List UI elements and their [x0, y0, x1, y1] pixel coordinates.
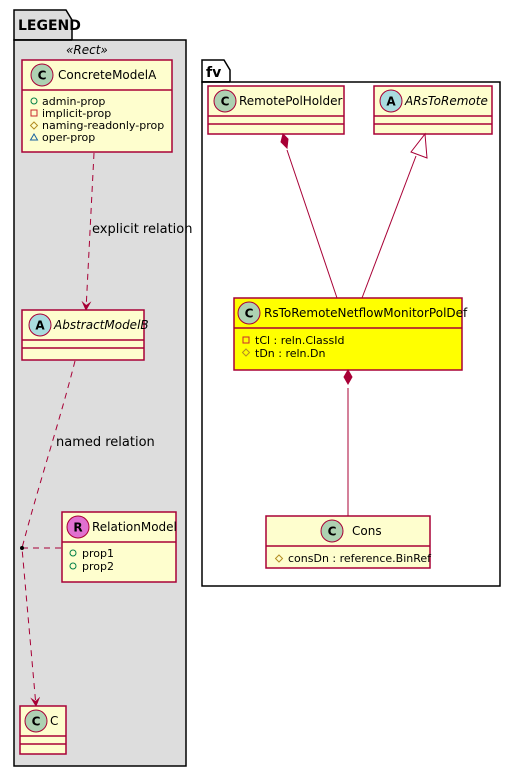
attr-tdn: tDn : reln.Dn [255, 347, 325, 360]
inheritance-triangle-icon [410, 132, 428, 159]
class-name: RemotePolHolder [239, 94, 342, 108]
edge-inheritance-ars [361, 132, 428, 299]
legend-package: LEGEND «Rect» [13, 9, 187, 767]
class-cons[interactable]: C Cons consDn : reference.BinRef [265, 515, 432, 569]
fv-title: fv [206, 65, 221, 81]
class-name: Cons [352, 524, 382, 538]
abstract-circle-icon [28, 313, 52, 337]
class-kind-letter: A [35, 319, 45, 333]
private-visibility-icon [242, 336, 250, 344]
public-visibility-icon [69, 562, 77, 570]
private-visibility-icon [30, 109, 38, 117]
class-circle-icon [237, 301, 261, 325]
class-kind-letter: C [221, 95, 230, 109]
composition-diamond-icon [280, 133, 289, 150]
edge-label-explicit: explicit relation [92, 222, 192, 237]
class-name: ARsToRemote [404, 94, 488, 108]
public-visibility-icon [69, 549, 77, 557]
class-c[interactable]: C C [19, 705, 67, 755]
class-kind-letter: C [328, 525, 337, 539]
composition-diamond-icon [343, 368, 353, 386]
class-name: RsToRemoteNetflowMonitorPolDef [264, 306, 468, 320]
class-name: ConcreteModelA [58, 68, 157, 82]
class-name: C [50, 714, 58, 728]
edge-composition-holder [280, 133, 338, 299]
protected-visibility-icon [241, 348, 251, 357]
public-visibility-icon [30, 97, 38, 105]
attr-implicit-prop: implicit-prop [42, 107, 111, 120]
class-rs-to-remote-netflow-monitor-pol-def[interactable]: C RsToRemoteNetflowMonitorPolDef tCl : r… [233, 297, 468, 371]
class-abstract-model-b[interactable]: A AbstractModelB [21, 309, 149, 361]
class-circle-icon [213, 89, 237, 113]
class-circle-icon [24, 709, 48, 733]
class-kind-letter: A [386, 95, 396, 109]
class-kind-letter: R [73, 521, 82, 535]
attr-cons-dn: consDn : reference.BinRef [288, 552, 432, 565]
attr-admin-prop: admin-prop [42, 95, 105, 108]
relation-circle-icon [66, 515, 90, 539]
abstract-circle-icon [379, 89, 403, 113]
class-kind-letter: C [245, 307, 254, 321]
class-concrete-model-a[interactable]: C ConcreteModelA admin-prop implicit-pro… [21, 59, 173, 153]
protected-visibility-icon [274, 554, 284, 563]
edge-composition-cons [343, 368, 353, 516]
edge-label-named: named relation [56, 435, 155, 450]
class-relation-model[interactable]: R RelationModel prop1 prop2 [61, 511, 177, 583]
edge-explicit-relation: explicit relation [81, 152, 192, 311]
class-circle-icon [320, 519, 344, 543]
legend-title: LEGEND [18, 18, 81, 34]
class-circle-icon [30, 63, 54, 87]
class-name: RelationModel [92, 520, 177, 534]
attr-tcl: tCl : reln.ClassId [255, 334, 345, 347]
edge-named-relation: named relation [20, 360, 155, 707]
class-remote-pol-holder[interactable]: C RemotePolHolder [207, 85, 345, 135]
class-name: AbstractModelB [53, 318, 149, 332]
attr-oper-prop: oper-prop [42, 131, 95, 144]
class-kind-letter: C [38, 69, 47, 83]
attr-naming-readonly-prop: naming-readonly-prop [42, 119, 164, 132]
attr-prop2: prop2 [82, 560, 114, 573]
protected-visibility-icon [29, 121, 39, 130]
class-kind-letter: C [32, 715, 41, 729]
legend-stereotype: «Rect» [66, 43, 108, 57]
relation-junction-dot [20, 546, 24, 550]
class-ars-to-remote[interactable]: A ARsToRemote [373, 85, 493, 135]
package-visibility-icon [29, 133, 39, 141]
attr-prop1: prop1 [82, 547, 114, 560]
